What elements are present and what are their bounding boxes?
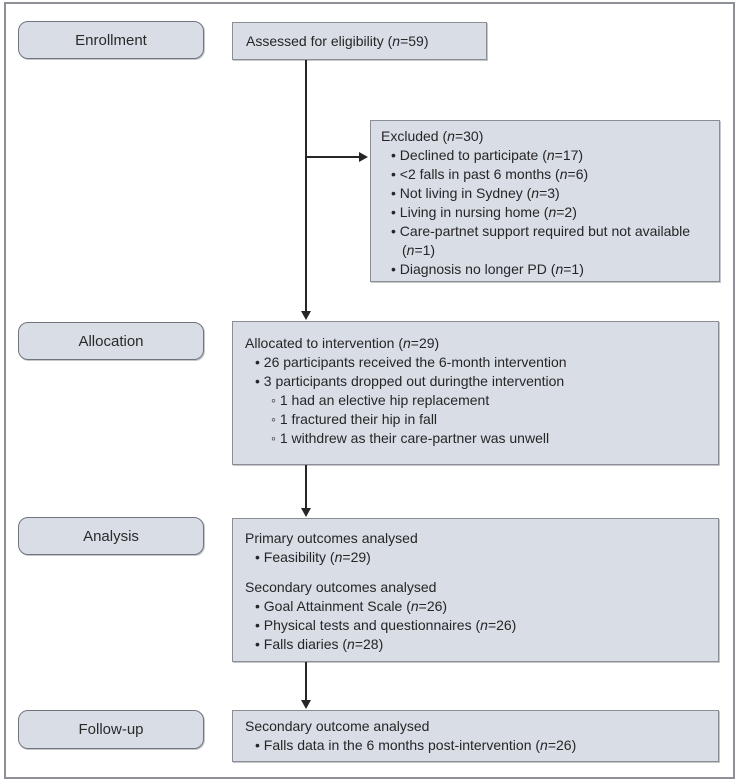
box-excluded: Excluded (n=30) • Declined to participate… (370, 120, 720, 282)
stage-label-text: Follow-up (78, 721, 144, 738)
stage-label-text: Allocation (78, 332, 144, 350)
box-line: • Goal Attainment Scale (n=26) (255, 598, 448, 614)
connector-analysis-to-followup (305, 662, 307, 701)
stage-label-analysis: Analysis (18, 517, 204, 555)
box-line: Excluded (n=30) (381, 128, 484, 144)
arrowhead-down-analysis-icon (301, 508, 311, 517)
box-line: Assessed for eligibility (n=59) (246, 33, 429, 49)
box-allocated-to-intervention: Allocated to intervention (n=29) • 26 par… (232, 321, 719, 465)
stage-label-text: Enrollment (75, 31, 147, 49)
box-line: • Falls diaries (n=28) (255, 636, 384, 652)
connector-branch-to-excluded (306, 156, 360, 158)
arrowhead-down-allocated-icon (301, 311, 311, 320)
arrowhead-right-excluded-icon (359, 152, 368, 162)
connector-allocated-to-analysis (305, 465, 307, 509)
box-line: • Care-partnet support required but not … (391, 223, 691, 258)
box-line: Secondary outcome analysed (245, 718, 430, 734)
stage-label-enrollment: Enrollment (18, 21, 204, 59)
figure-frame (4, 2, 735, 779)
box-line: ◦ 1 fractured their hip in fall (271, 411, 438, 427)
box-line: • 26 participants received the 6-month i… (255, 354, 567, 370)
stage-label-allocation: Allocation (18, 322, 204, 360)
box-line: ◦ 1 had an elective hip replacement (271, 392, 490, 408)
box-line: Primary outcomes analysed (245, 530, 418, 546)
box-outcomes-analysed: Primary outcomes analysed • Feasibility (… (232, 518, 719, 662)
box-line: ◦ 1 withdrew as their care-partner was u… (271, 430, 550, 446)
stage-label-text: Analysis (83, 527, 139, 545)
box-line: • Physical tests and questionnaires (n=2… (255, 617, 517, 633)
connector-assessed-to-allocated (305, 60, 307, 311)
box-line: • Diagnosis no longer PD (n=1) (391, 261, 584, 277)
box-line: • Living in nursing home (n=2) (391, 204, 577, 220)
box-followup-outcome: Secondary outcome analysed • Falls data i… (232, 710, 719, 762)
box-line: • Declined to participate (n=17) (391, 147, 584, 163)
box-line: Allocated to intervention (n=29) (245, 335, 440, 351)
stage-label-followup: Follow-up (18, 710, 204, 749)
box-line: • <2 falls in past 6 months (n=6) (391, 166, 589, 182)
box-line: • Not living in Sydney (n=3) (391, 185, 560, 201)
box-line: • Falls data in the 6 months post-interv… (255, 737, 577, 753)
box-line: Secondary outcomes analysed (245, 579, 437, 595)
box-line: • Feasibility (n=29) (255, 549, 371, 565)
arrowhead-down-followup-icon (301, 700, 311, 709)
box-line: • 3 participants dropped out duringthe i… (255, 373, 565, 389)
box-assessed-for-eligibility: Assessed for eligibility (n=59) (232, 22, 487, 60)
